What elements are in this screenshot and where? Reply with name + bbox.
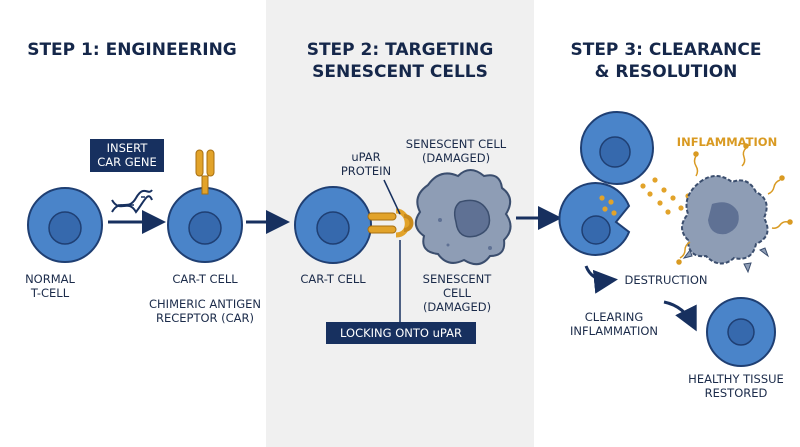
- upar-pointer: [383, 179, 401, 215]
- step3-title-line1: STEP 3: CLEARANCE: [570, 40, 762, 60]
- upar-line1: uPAR: [351, 150, 381, 164]
- car-t-cell-upper-step3: [580, 111, 654, 185]
- locking-onto-upar-tag: LOCKING ONTO uPAR: [326, 322, 476, 344]
- senescent-top-line1: SENESCENT CELL: [405, 137, 507, 151]
- car-t-cell-label-step2: CAR-T CELL: [300, 272, 366, 286]
- normal-t-cell-label: NORMAL T-CELL: [20, 272, 80, 300]
- car-t-cell-attacking-step3: [558, 182, 631, 256]
- healthy-line2: RESTORED: [704, 386, 768, 400]
- car-t-cell-label-step1: CAR-T CELL: [172, 272, 238, 286]
- normal-t-cell: [27, 187, 103, 263]
- normal-label-line2: T-CELL: [30, 286, 70, 300]
- upar-line2: PROTEIN: [340, 164, 392, 178]
- car-t-cell-step1: [167, 187, 243, 263]
- inflammation-label: INFLAMMATION: [676, 135, 778, 149]
- healthy-cell: [706, 297, 776, 367]
- clearing-line2: INFLAMMATION: [569, 324, 659, 338]
- arrow-clearing: [663, 300, 697, 332]
- step2-title-line1: STEP 2: TARGETING: [306, 40, 494, 60]
- senescent-cell-top-label: SENESCENT CELL (DAMAGED): [400, 137, 512, 165]
- step1-title: STEP 1: ENGINEERING: [27, 40, 237, 60]
- senescent-cell-step2: [414, 169, 512, 266]
- clearing-inflammation-label: CLEARING INFLAMMATION: [564, 310, 664, 338]
- insert-car-gene-tag: INSERT CAR GENE: [90, 139, 164, 172]
- clearing-line1: CLEARING: [584, 310, 644, 324]
- step2-title-line2: SENESCENT CELLS: [312, 62, 488, 82]
- step3-title-line2: & RESOLUTION: [594, 62, 738, 82]
- car-t-cell-step2: [294, 186, 372, 264]
- senescent-cell-bottom-label: SENESCENT CELL (DAMAGED): [414, 272, 500, 314]
- inflammation-squiggles: [676, 143, 793, 265]
- healthy-line1: HEALTHY TISSUE: [688, 372, 784, 386]
- senescent-bottom-line3: (DAMAGED): [422, 300, 492, 314]
- car-upar-binding-icon: [367, 208, 414, 238]
- upar-protein-label: uPAR PROTEIN: [334, 150, 398, 178]
- insert-tag-line2: CAR GENE: [97, 155, 157, 169]
- chimeric-antigen-receptor-label: CHIMERIC ANTIGEN RECEPTOR (CAR): [138, 297, 272, 325]
- senescent-bottom-line1: SENESCENT: [422, 272, 492, 286]
- arrow-destruction: [584, 265, 618, 294]
- normal-label-line1: NORMAL: [25, 272, 75, 286]
- cytotoxic-granules: [599, 177, 691, 216]
- dna-icon: [111, 189, 153, 214]
- chimeric-line1: CHIMERIC ANTIGEN: [149, 297, 261, 311]
- senescent-bottom-line2: CELL: [442, 286, 472, 300]
- destroyed-senescent-cell: [681, 175, 770, 274]
- chimeric-line2: RECEPTOR (CAR): [155, 311, 255, 325]
- destruction-label: DESTRUCTION: [624, 273, 708, 287]
- healthy-tissue-label: HEALTHY TISSUE RESTORED: [680, 372, 792, 400]
- senescent-top-line2: (DAMAGED): [421, 151, 491, 165]
- car-receptor-icon: [195, 149, 215, 195]
- insert-tag-line1: INSERT: [106, 141, 148, 155]
